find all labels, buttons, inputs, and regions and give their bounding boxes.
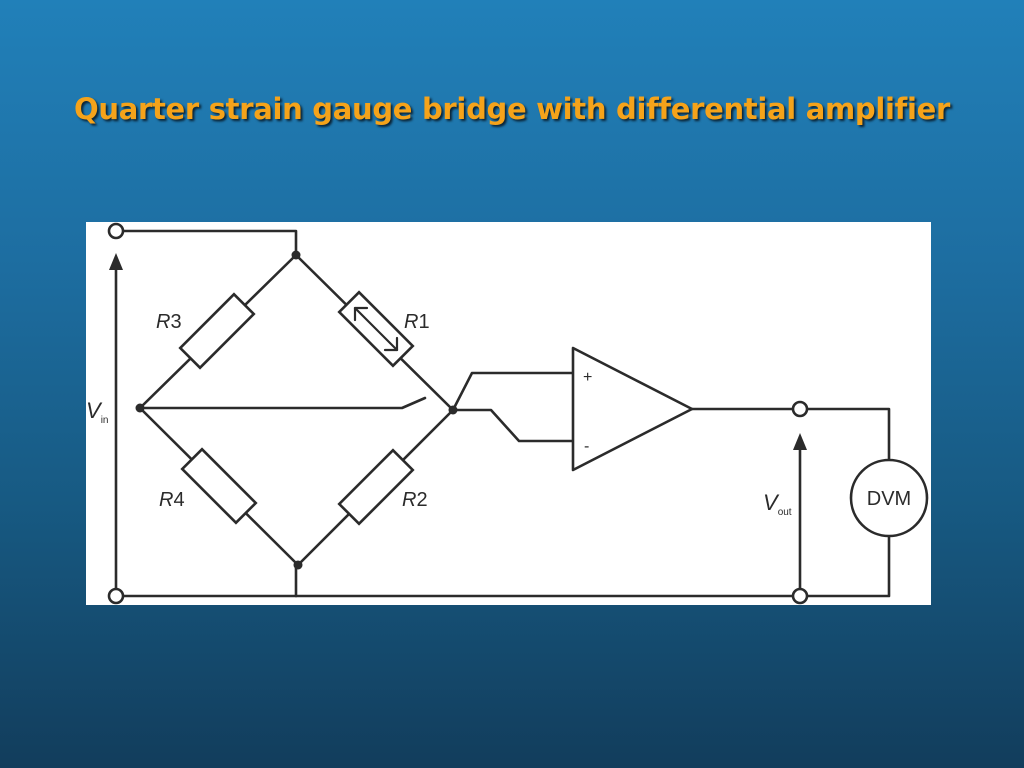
circuit-diagram: R3 R1 R4 R2 Vin Vout + - DVM	[86, 222, 929, 605]
input-terminal-bottom	[107, 587, 125, 605]
differential-amplifier	[571, 346, 694, 472]
node-left	[135, 403, 145, 413]
label-plus-input: +	[583, 369, 592, 386]
label-vout: Vout	[763, 490, 792, 518]
resistor-r4	[180, 447, 258, 525]
node-bottom	[293, 560, 303, 570]
wire-to-dvm-top	[806, 407, 891, 461]
wire-to-minus-input	[138, 396, 427, 410]
slide-title: Quarter strain gauge bridge with differe…	[74, 92, 950, 126]
input-terminal-top	[107, 222, 125, 240]
resistor-r3	[178, 292, 256, 370]
strain-arrow-icon	[353, 306, 399, 352]
output-terminal-top	[791, 400, 809, 418]
node-top	[291, 250, 301, 260]
label-dvm: DVM	[867, 488, 911, 510]
label-minus-input: -	[584, 438, 589, 455]
label-r4: R4	[159, 489, 185, 511]
label-vin: Vin	[86, 398, 108, 426]
vout-arrow-icon	[793, 433, 807, 598]
wire-to-dvm-bottom	[806, 534, 891, 598]
wire-left-node-to-minus	[451, 408, 575, 443]
resistor-r2	[337, 448, 415, 526]
label-r1: R1	[404, 311, 430, 333]
output-terminal-bottom	[791, 587, 809, 605]
label-r3: R3	[156, 311, 182, 333]
node-right	[448, 405, 458, 415]
wire-to-plus-input	[451, 371, 575, 412]
label-r2: R2	[402, 489, 428, 511]
dvm-meter	[849, 458, 929, 538]
vin-arrow-icon	[109, 253, 123, 598]
circuit-diagram-panel: R3 R1 R4 R2 Vin Vout + - DVM	[86, 222, 931, 605]
wire-top-input	[122, 229, 298, 257]
